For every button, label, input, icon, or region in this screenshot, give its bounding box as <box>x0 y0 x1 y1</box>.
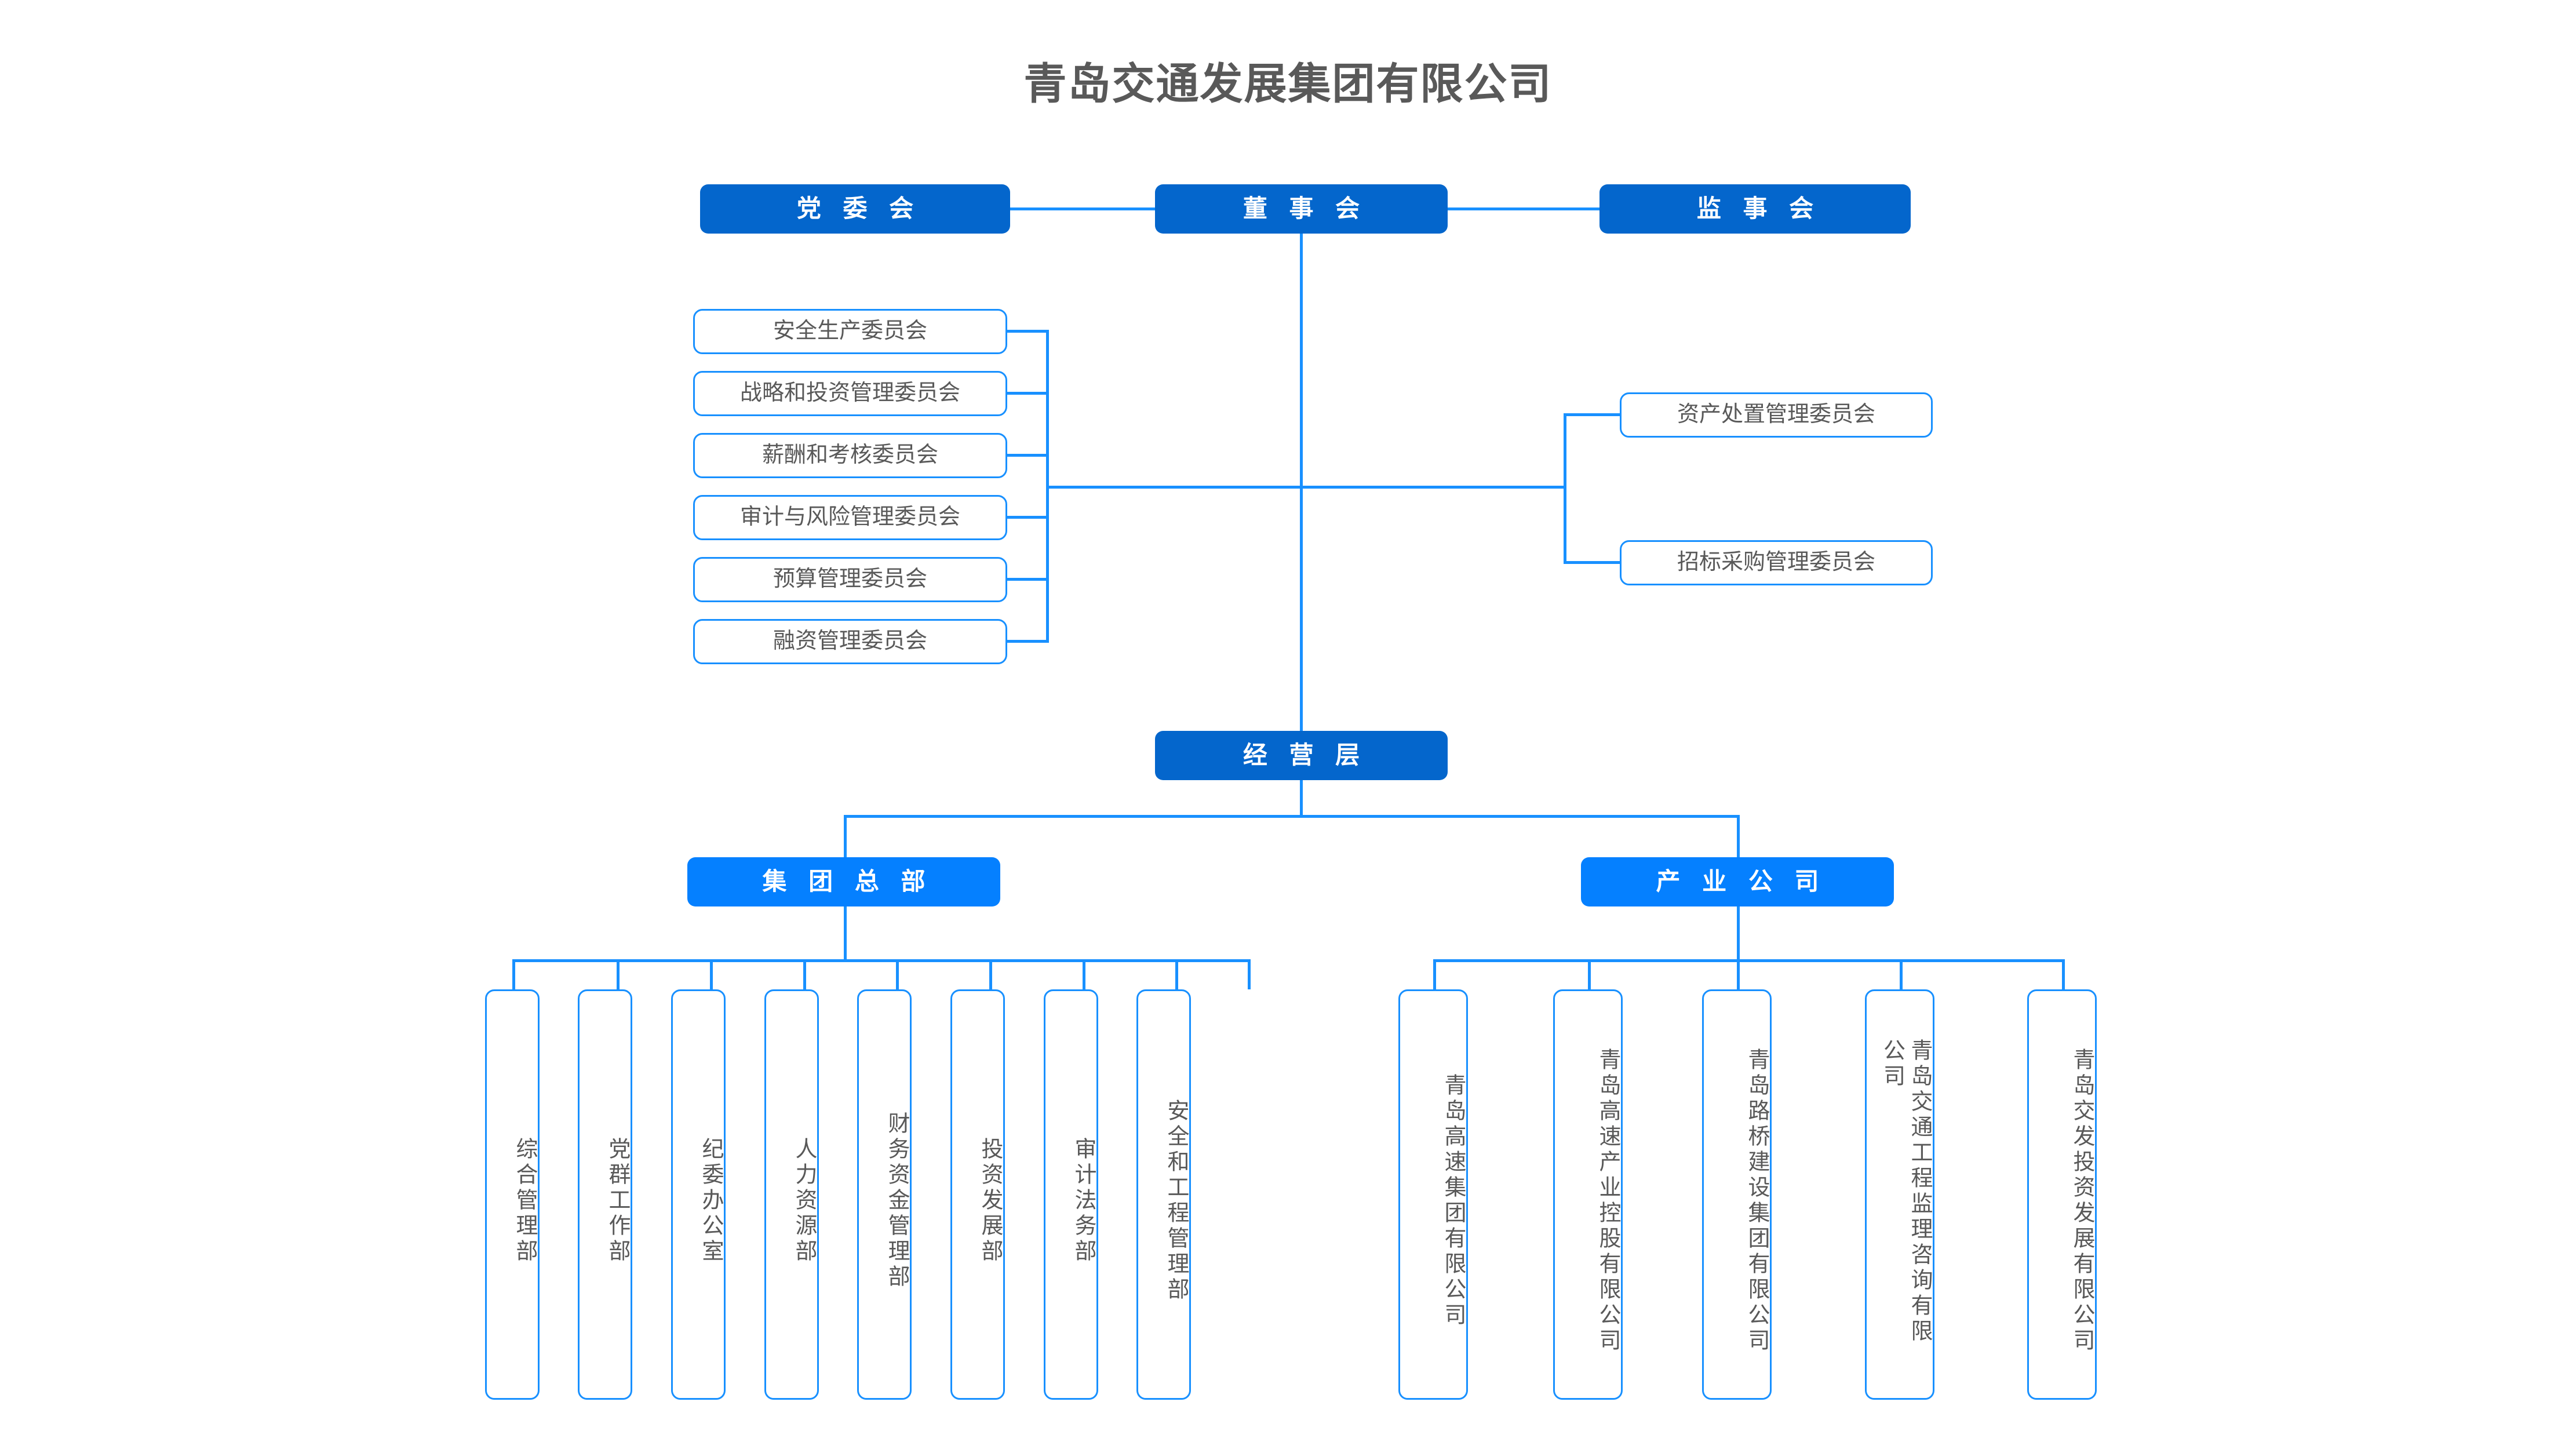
connector-right-committee-stub-1 <box>1564 561 1620 564</box>
node-left-committee-4[interactable]: 预算管理委员会 <box>693 557 1007 602</box>
node-subsidiary-3-label: 青岛交通工程监理咨询有限公司 <box>1879 1039 1932 1345</box>
connector-left-bus-to-spine <box>1046 486 1303 489</box>
connector-left-committee-stub-5 <box>1007 640 1049 643</box>
connector-hq-drop-6 <box>1083 959 1085 989</box>
connector-industry-stem <box>1737 906 1740 959</box>
node-hq-department-2[interactable]: 纪委办公室 <box>671 989 726 1400</box>
connector-to-industry-companies <box>1737 815 1740 857</box>
node-party-committee[interactable]: 党 委 会 <box>700 184 1010 234</box>
node-hq-department-4-label: 财务资金管理部 <box>884 1112 909 1290</box>
node-left-committee-1-label: 战略和投资管理委员会 <box>739 381 960 406</box>
node-hq-department-5[interactable]: 投资发展部 <box>950 989 1005 1400</box>
node-subsidiary-3[interactable]: 青岛交通工程监理咨询有限公司 <box>1865 989 1934 1400</box>
node-party-committee-label: 党 委 会 <box>796 195 921 223</box>
node-management-layer[interactable]: 经 营 层 <box>1155 731 1448 780</box>
connector-hq-drop-1 <box>617 959 620 989</box>
node-hq-department-7-label: 安全和工程管理部 <box>1164 1099 1188 1303</box>
connector-to-group-hq <box>844 815 847 857</box>
connector-left-committee-stub-1 <box>1007 392 1049 395</box>
connector-hq-drop-5 <box>989 959 992 989</box>
node-hq-department-1[interactable]: 党群工作部 <box>578 989 632 1400</box>
node-group-headquarters-label: 集 团 总 部 <box>762 868 933 895</box>
node-left-committee-0-label: 安全生产委员会 <box>773 319 927 344</box>
connector-industry-drop-1 <box>1588 959 1591 989</box>
connector-board-to-supervisors <box>1448 207 1599 210</box>
connector-hq-drop-7 <box>1175 959 1178 989</box>
connector-left-committee-stub-0 <box>1007 330 1049 333</box>
connector-left-committee-stub-3 <box>1007 516 1049 519</box>
connector-industry-drop-3 <box>1900 959 1903 989</box>
connector-hq-bus <box>512 959 1251 962</box>
node-subsidiary-4-label: 青岛交发投资发展有限公司 <box>2069 1048 2094 1354</box>
node-industry-companies[interactable]: 产 业 公 司 <box>1581 857 1894 906</box>
connector-board-spine-upper <box>1300 234 1303 486</box>
connector-left-committee-stub-2 <box>1007 454 1049 457</box>
node-left-committee-1[interactable]: 战略和投资管理委员会 <box>693 371 1007 416</box>
connector-management-down <box>1300 780 1303 817</box>
node-subsidiary-1-label: 青岛高速产业控股有限公司 <box>1595 1048 1620 1354</box>
connector-hq-drop-0 <box>512 959 515 989</box>
node-hq-department-3-label: 人力资源部 <box>792 1137 816 1265</box>
node-group-headquarters[interactable]: 集 团 总 部 <box>687 857 1000 906</box>
connector-industry-drop-4 <box>2062 959 2065 989</box>
node-left-committee-5-label: 融资管理委员会 <box>773 629 927 654</box>
node-hq-department-7[interactable]: 安全和工程管理部 <box>1136 989 1191 1400</box>
connector-right-committee-stub-0 <box>1564 413 1620 416</box>
connector-industry-drop-2 <box>1737 959 1740 989</box>
node-hq-department-0-label: 综合管理部 <box>512 1137 537 1265</box>
connector-hq-drop-4 <box>896 959 899 989</box>
node-left-committee-5[interactable]: 融资管理委员会 <box>693 619 1007 664</box>
connector-party-to-board <box>1010 207 1155 210</box>
node-board-of-supervisors[interactable]: 监 事 会 <box>1599 184 1911 234</box>
connector-hq-drop-3 <box>803 959 806 989</box>
node-left-committee-0[interactable]: 安全生产委员会 <box>693 309 1007 354</box>
connector-management-split-bus <box>844 815 1740 818</box>
node-subsidiary-1[interactable]: 青岛高速产业控股有限公司 <box>1553 989 1623 1400</box>
node-right-committee-1-label: 招标采购管理委员会 <box>1677 550 1875 575</box>
node-left-committee-3[interactable]: 审计与风险管理委员会 <box>693 495 1007 540</box>
node-hq-department-2-label: 纪委办公室 <box>698 1137 723 1265</box>
node-left-committee-2-label: 薪酬和考核委员会 <box>761 443 938 468</box>
node-subsidiary-2[interactable]: 青岛路桥建设集团有限公司 <box>1702 989 1772 1400</box>
node-hq-department-1-label: 党群工作部 <box>605 1137 629 1265</box>
node-left-committee-4-label: 预算管理委员会 <box>773 567 927 592</box>
connector-board-spine-lower <box>1300 486 1303 731</box>
node-industry-companies-label: 产 业 公 司 <box>1656 868 1827 895</box>
node-subsidiary-0-label: 青岛高速集团有限公司 <box>1441 1073 1465 1328</box>
connector-spine-to-right-bus <box>1300 486 1566 489</box>
node-right-committee-0[interactable]: 资产处置管理委员会 <box>1620 392 1933 438</box>
connector-hq-drop-2 <box>710 959 713 989</box>
connector-hq-bus-right-end <box>1248 959 1251 989</box>
node-management-layer-label: 经 营 层 <box>1243 741 1368 769</box>
node-hq-department-0[interactable]: 综合管理部 <box>485 989 540 1400</box>
node-right-committee-1[interactable]: 招标采购管理委员会 <box>1620 540 1933 585</box>
node-hq-department-5-label: 投资发展部 <box>978 1137 1002 1265</box>
page-title: 青岛交通发展集团有限公司 <box>1023 60 1553 108</box>
node-subsidiary-2-label: 青岛路桥建设集团有限公司 <box>1744 1048 1769 1354</box>
node-right-committee-0-label: 资产处置管理委员会 <box>1677 402 1875 427</box>
node-hq-department-3[interactable]: 人力资源部 <box>764 989 819 1400</box>
node-hq-department-4[interactable]: 财务资金管理部 <box>857 989 912 1400</box>
node-subsidiary-0[interactable]: 青岛高速集团有限公司 <box>1398 989 1468 1400</box>
node-board-of-directors[interactable]: 董 事 会 <box>1155 184 1448 234</box>
node-board-of-supervisors-label: 监 事 会 <box>1696 195 1821 223</box>
node-hq-department-6-label: 审计法务部 <box>1071 1137 1095 1265</box>
node-hq-department-6[interactable]: 审计法务部 <box>1044 989 1098 1400</box>
node-left-committee-2[interactable]: 薪酬和考核委员会 <box>693 433 1007 478</box>
node-subsidiary-4[interactable]: 青岛交发投资发展有限公司 <box>2027 989 2097 1400</box>
connector-industry-bus <box>1433 959 2065 962</box>
connector-hq-stem <box>844 906 847 959</box>
connector-industry-drop-0 <box>1433 959 1436 989</box>
node-board-of-directors-label: 董 事 会 <box>1243 195 1368 223</box>
node-left-committee-3-label: 审计与风险管理委员会 <box>739 505 960 530</box>
connector-left-committee-stub-4 <box>1007 578 1049 581</box>
